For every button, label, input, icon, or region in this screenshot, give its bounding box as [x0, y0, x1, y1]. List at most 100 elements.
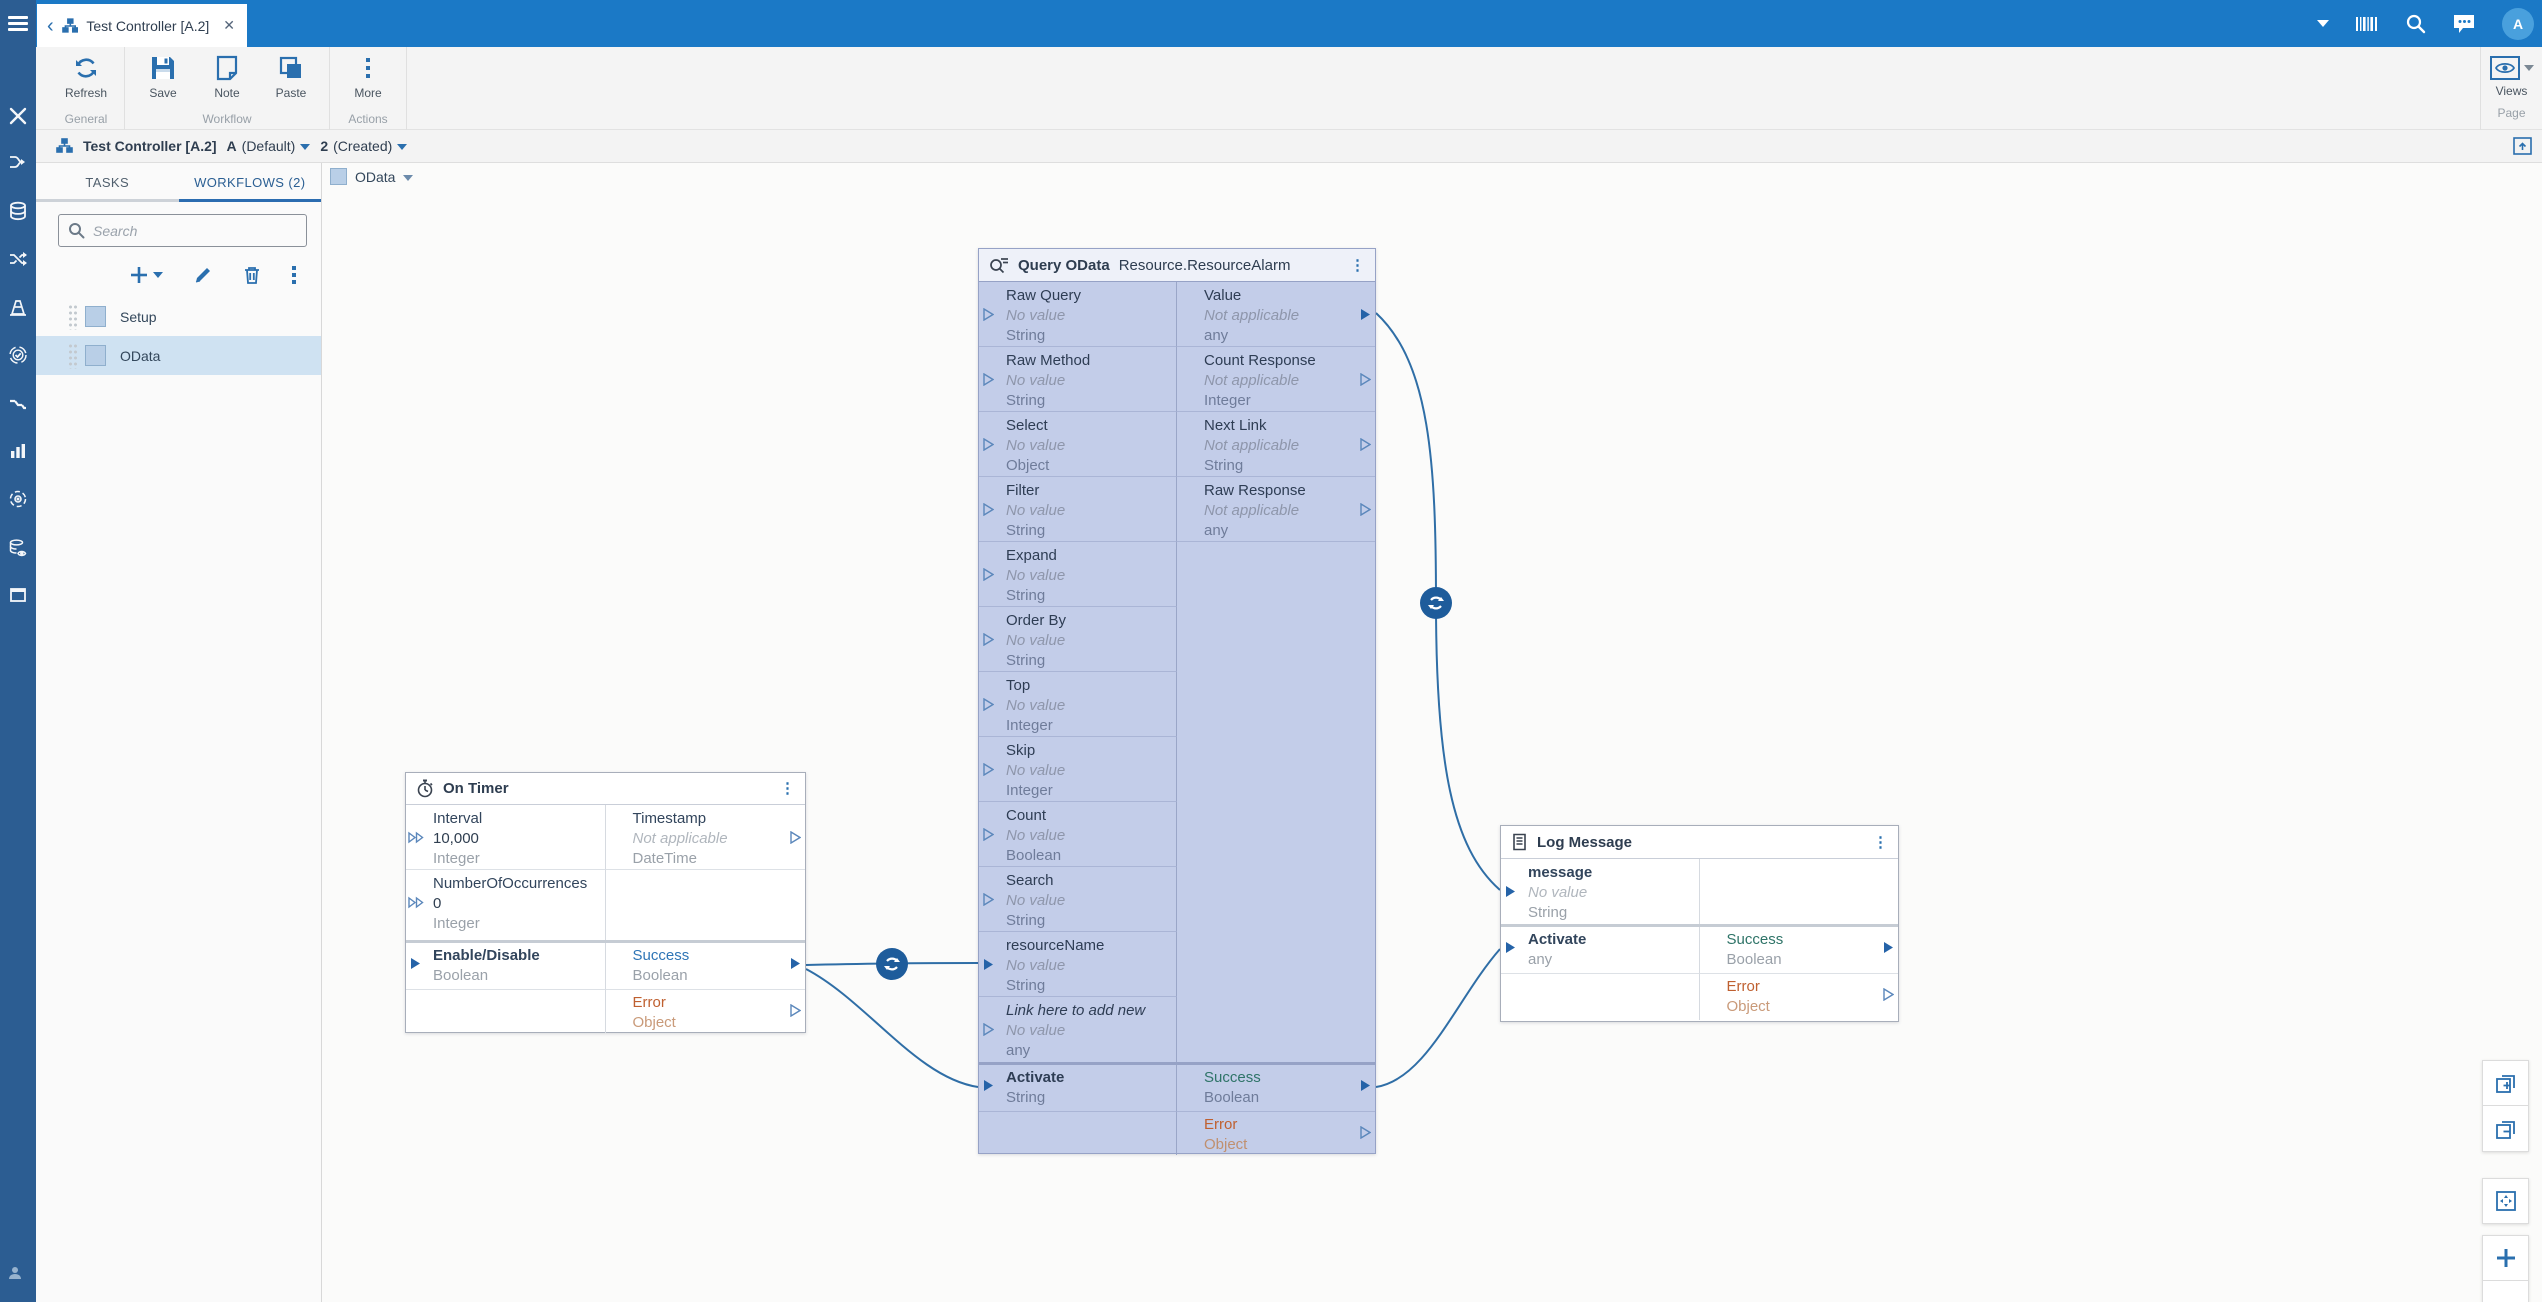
edge-success-to-log-activate[interactable]	[1375, 948, 1501, 1088]
input-port-icon[interactable]	[983, 1079, 994, 1096]
input-port-icon[interactable]	[983, 958, 994, 975]
node-section-divider	[979, 1062, 1375, 1065]
database-eye-icon[interactable]	[0, 530, 36, 566]
search-icon[interactable]	[2405, 13, 2426, 34]
output-port-icon[interactable]	[1883, 987, 1895, 1005]
node-menu-button[interactable]: ⋮	[1873, 833, 1888, 851]
traffic-cone-icon[interactable]	[0, 290, 36, 326]
input-port-icon[interactable]	[983, 307, 995, 325]
topbar-dropdown-caret[interactable]	[2317, 20, 2329, 27]
chat-icon[interactable]	[2452, 13, 2476, 34]
input-port-icon[interactable]	[408, 831, 424, 848]
drag-handle[interactable]	[68, 303, 77, 330]
tab-title: Test Controller [A.2]	[86, 17, 210, 34]
param-value[interactable]: 0	[433, 895, 442, 912]
node-menu-button[interactable]: ⋮	[1350, 256, 1365, 274]
tab-tasks[interactable]: TASKS	[36, 163, 179, 202]
hamburger-menu-button[interactable]	[0, 0, 36, 47]
back-chevron-icon[interactable]: ‹	[47, 14, 54, 37]
loop-connector-icon[interactable]	[876, 948, 908, 980]
expand-all-button[interactable]	[2482, 1060, 2529, 1106]
input-port-icon[interactable]	[983, 437, 995, 455]
search-icon	[69, 223, 85, 239]
save-button[interactable]: Save	[131, 47, 195, 110]
paste-button[interactable]: Paste	[259, 47, 323, 110]
note-button[interactable]: Note	[195, 47, 259, 110]
output-port-icon[interactable]	[790, 1003, 802, 1021]
more-button[interactable]: More	[336, 47, 400, 110]
output-port-icon[interactable]	[1360, 437, 1372, 455]
output-port-icon[interactable]	[1360, 502, 1372, 520]
param-value[interactable]: 10,000	[433, 830, 479, 847]
delete-workflow-button[interactable]	[243, 265, 261, 285]
tab-workflows[interactable]: WORKFLOWS (2)	[178, 163, 321, 202]
window-icon[interactable]	[0, 577, 36, 613]
param-value: No value	[1006, 632, 1066, 649]
input-port-icon[interactable]	[983, 632, 995, 650]
input-port-icon[interactable]	[983, 1022, 995, 1040]
node-menu-button[interactable]: ⋮	[780, 780, 795, 797]
input-port-icon[interactable]	[983, 502, 995, 520]
node-query-odata[interactable]: Query OData Resource.ResourceAlarm ⋮ Raw…	[978, 248, 1376, 1155]
param-type: any	[1006, 1042, 1031, 1059]
success-type: Boolean	[632, 967, 688, 984]
search-input[interactable]	[58, 214, 307, 247]
input-port-icon[interactable]	[983, 567, 995, 585]
zoom-in-button[interactable]	[2482, 1235, 2529, 1281]
tools-icon[interactable]	[0, 98, 36, 134]
output-port-icon[interactable]	[1360, 1079, 1371, 1096]
output-port-icon[interactable]	[1360, 372, 1372, 390]
output-port-icon[interactable]	[1360, 1125, 1372, 1143]
loop-connector-icon[interactable]	[1420, 587, 1452, 619]
input-port-icon[interactable]	[983, 892, 995, 910]
input-port-icon[interactable]	[983, 762, 995, 780]
input-port-icon[interactable]	[1505, 941, 1516, 958]
database-icon[interactable]	[0, 193, 36, 229]
input-port-icon[interactable]	[410, 957, 421, 974]
input-port-icon[interactable]	[983, 372, 995, 390]
output-port-icon[interactable]	[1883, 941, 1894, 958]
gear-target-icon[interactable]	[0, 481, 36, 517]
breadcrumb-instance-dropdown[interactable]: 2 (Created)	[320, 138, 408, 154]
output-port-icon[interactable]	[790, 830, 802, 848]
ribbon-group-workflow: Save Note Paste Workflow	[125, 47, 330, 130]
edit-workflow-button[interactable]	[193, 265, 213, 285]
flow-merge-icon[interactable]	[0, 144, 36, 180]
node-on-timer[interactable]: On Timer ⋮ Interval 10,000 Integer Times…	[405, 772, 806, 1033]
input-port-icon[interactable]	[983, 827, 995, 845]
add-workflow-button[interactable]	[129, 265, 163, 285]
drag-handle[interactable]	[68, 342, 77, 369]
node-log-message[interactable]: Log Message ⋮ message No value String	[1500, 825, 1899, 1022]
collapse-all-button[interactable]	[2482, 1106, 2529, 1152]
workflow-side-panel: TASKS WORKFLOWS (2)	[36, 163, 322, 1302]
zoom-out-button[interactable]	[2482, 1281, 2529, 1302]
rail-user-icon[interactable]	[7, 1265, 23, 1286]
workflow-canvas[interactable]: OData	[322, 163, 2542, 1302]
document-tab[interactable]: ‹ Test Controller [A.2] ✕	[37, 4, 247, 47]
output-port-icon[interactable]	[790, 957, 801, 974]
panel-more-button[interactable]	[291, 265, 297, 285]
fit-to-screen-button[interactable]	[2482, 1178, 2529, 1224]
refresh-button[interactable]: Refresh	[54, 47, 118, 110]
input-port-icon[interactable]	[1505, 885, 1516, 902]
views-button[interactable]	[2489, 56, 2534, 80]
add-link-label[interactable]: Link here to add new	[1006, 1002, 1146, 1019]
output-port-icon[interactable]	[1360, 308, 1371, 325]
target-check-icon[interactable]	[0, 337, 36, 373]
input-port-icon[interactable]	[983, 697, 995, 715]
input-port-icon[interactable]	[408, 896, 424, 913]
edge-success-to-activate[interactable]	[805, 968, 979, 1088]
steps-icon[interactable]	[0, 386, 36, 422]
barcode-icon[interactable]	[2355, 14, 2379, 34]
workflow-list-item-odata[interactable]: OData	[36, 336, 321, 375]
workflow-list-item-setup[interactable]: Setup	[36, 297, 321, 336]
edge-success-to-resourcename[interactable]	[805, 962, 979, 966]
panel-expand-icon[interactable]	[2513, 137, 2532, 158]
user-avatar[interactable]: A	[2502, 7, 2534, 40]
shuffle-icon[interactable]	[0, 241, 36, 277]
breadcrumb-version-dropdown[interactable]: A (Default)	[227, 138, 311, 154]
tab-close-icon[interactable]: ✕	[223, 17, 235, 33]
bar-chart-icon[interactable]	[0, 433, 36, 469]
canvas-workflow-tab[interactable]: OData	[330, 168, 414, 185]
param-type: Object	[1006, 457, 1050, 474]
